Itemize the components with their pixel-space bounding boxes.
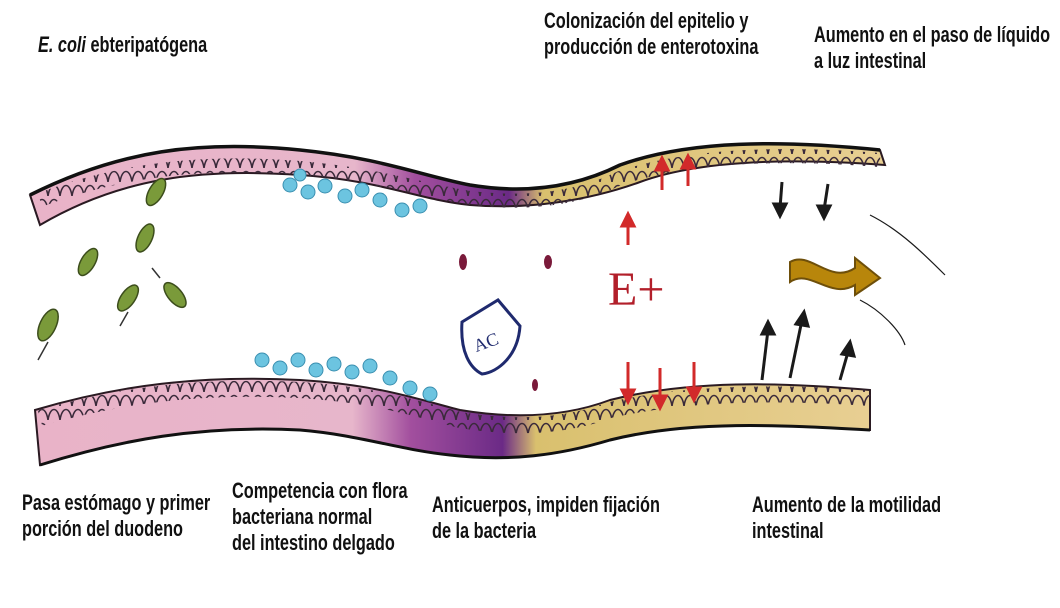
ecoli-bacterium (160, 279, 190, 311)
label-pasa-estomago: Pasa estómago y primer porción del duode… (22, 490, 210, 542)
competencia-line-2: bacteriana normal (232, 504, 407, 530)
anticuerpos-line-1: Anticuerpos, impiden fijación (432, 492, 660, 518)
colonizacion-line-2: producción de enterotoxina (544, 34, 758, 60)
colonizacion-line-1: Colonización del epitelio y (544, 8, 758, 34)
fluid-flow-arrow (790, 258, 880, 295)
ecoli-bacterium (74, 246, 101, 279)
anticuerpos-line-2: de la bacteria (432, 518, 660, 544)
aumento-liquido-line-1: Aumento en el paso de líquido (814, 22, 1050, 48)
competencia-line-1: Competencia con flora (232, 478, 407, 504)
ecoli-bacterium (132, 221, 157, 254)
motilidad-line-1: Aumento de la motilidad (752, 492, 941, 518)
pasa-estomago-line-2: porción del duodeno (22, 516, 210, 542)
lower-intestinal-wall (35, 379, 870, 465)
label-motilidad: Aumento de la motilidad intestinal (752, 492, 941, 544)
ecoli-bacterium (34, 306, 63, 344)
label-competencia: Competencia con flora bacteriana normal … (232, 478, 407, 556)
label-ecoli: E. coli ebteripatógena (38, 32, 207, 58)
ecoli-rest: ebteripatógena (86, 32, 207, 57)
normal-flora-group (255, 169, 437, 401)
ecoli-italic: E. coli (38, 32, 86, 57)
ecoli-bacterium (114, 282, 143, 315)
antibody-shield-icon: AC (459, 254, 552, 391)
label-colonizacion: Colonización del epitelio y producción d… (544, 8, 758, 60)
enterotoxin-group: E+ (608, 156, 700, 408)
pasa-estomago-line-1: Pasa estómago y primer (22, 490, 210, 516)
competencia-line-3: del intestino delgado (232, 530, 407, 556)
enterotoxin-symbol: E+ (608, 263, 664, 316)
aumento-liquido-line-2: a luz intestinal (814, 48, 1050, 74)
label-aumento-liquido: Aumento en el paso de líquido a luz inte… (814, 22, 1050, 74)
label-anticuerpos: Anticuerpos, impiden fijación de la bact… (432, 492, 660, 544)
motilidad-line-2: intestinal (752, 518, 941, 544)
